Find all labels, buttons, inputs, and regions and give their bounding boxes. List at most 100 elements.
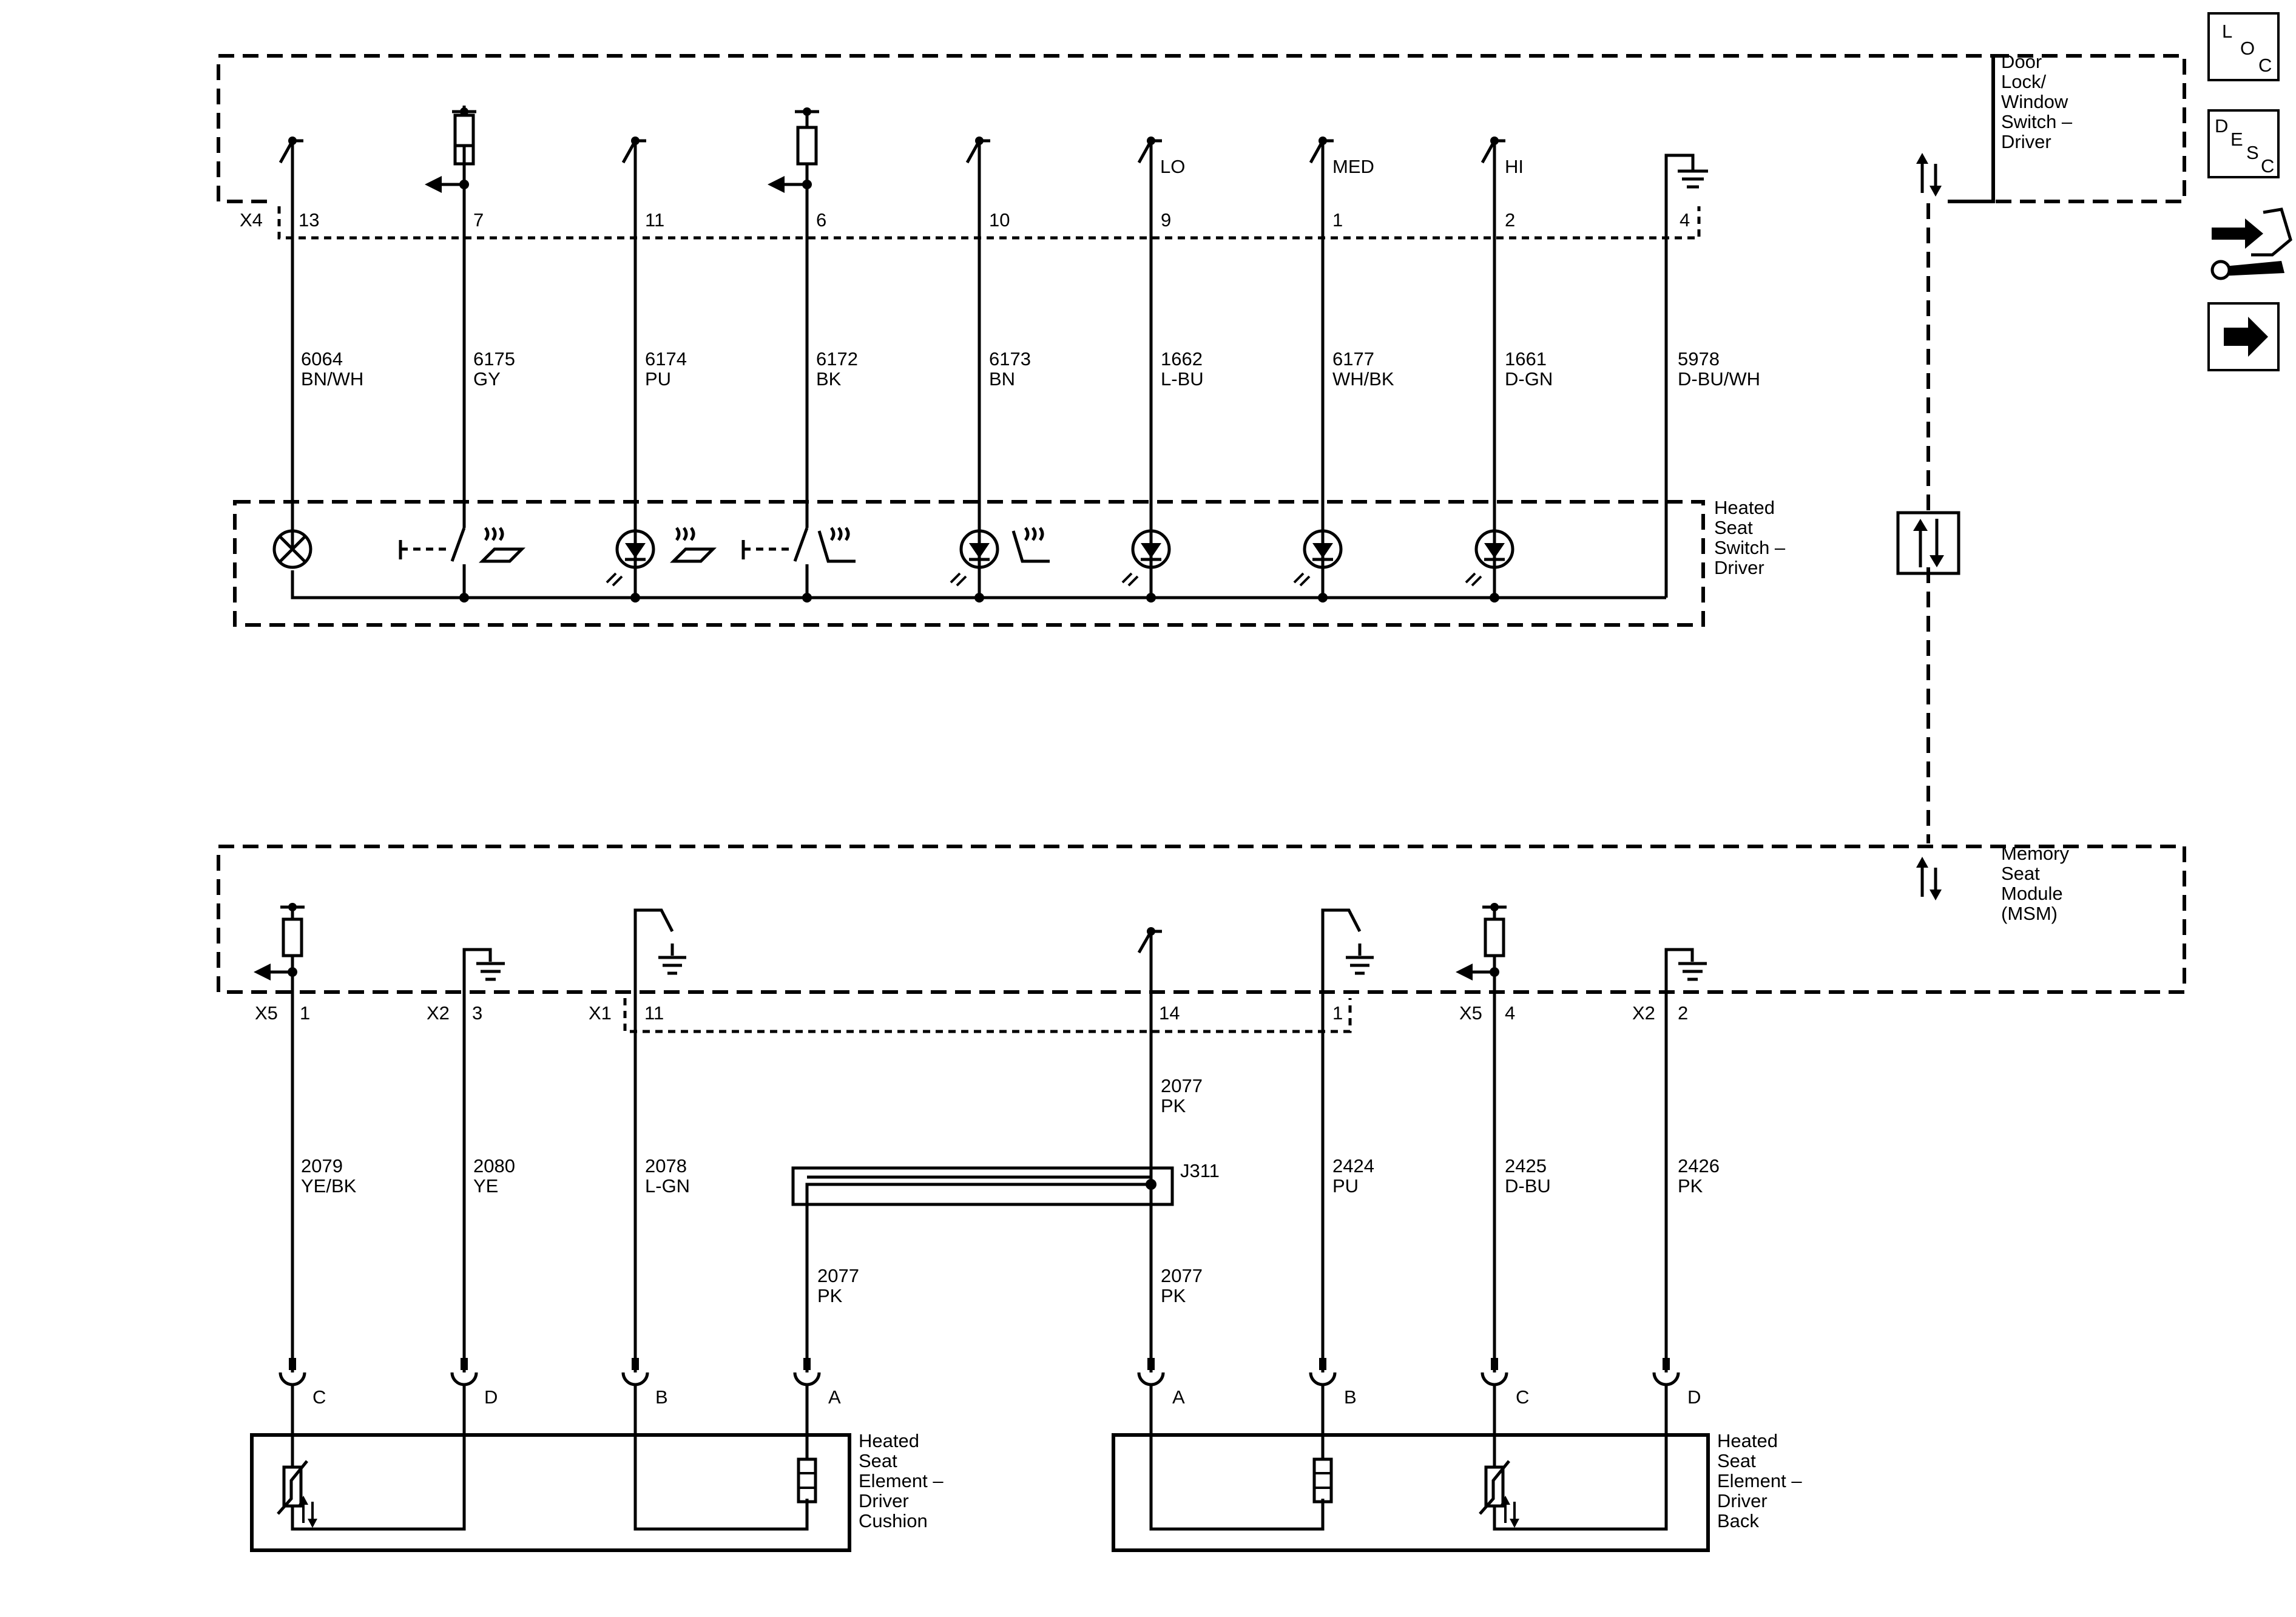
- wire-6172-circuit: 6172: [816, 348, 858, 370]
- door-pin-4: 4: [1680, 209, 1690, 231]
- back-label-line-3: Element –: [1717, 1470, 1802, 1491]
- door-switch-label-line-3: Window: [2001, 91, 2068, 112]
- door-pin-9: 9: [1161, 209, 1171, 231]
- cushion-label-line-5: Cushion: [859, 1510, 928, 1531]
- msm-label-line-4: (MSM): [2001, 903, 2058, 924]
- desc-letter-2: E: [2230, 129, 2243, 150]
- wire-2077-upper-color: PK: [1161, 1095, 1186, 1116]
- back-label-line-4: Driver: [1717, 1490, 1768, 1511]
- desc-icon[interactable]: D E S C: [2207, 109, 2280, 178]
- door-switch-label-line-1: Door: [2001, 51, 2042, 72]
- memory-seat-module-box: [217, 845, 2186, 994]
- upper-wire-labels: 6064 BN/WH 6175 GY 6174 PU 6172 BK 6173 …: [301, 348, 1760, 390]
- pin-label-hi: HI: [1505, 156, 1524, 177]
- door-pin-11: 11: [645, 209, 664, 231]
- door-switch-label-line-2: Lock/: [2001, 71, 2046, 92]
- led-icon: [959, 529, 999, 569]
- element-terminals: [279, 1358, 1680, 1386]
- msm-label: Memory Seat Module (MSM): [2001, 843, 2069, 924]
- seat-cushion-heat-icon: [478, 527, 526, 563]
- wire-6173-circuit: 6173: [989, 348, 1031, 370]
- wire-2077-right-circuit: 2077: [1161, 1265, 1203, 1286]
- back-label-line-1: Heated: [1717, 1430, 1778, 1451]
- wire-6177-color: WH/BK: [1332, 368, 1394, 390]
- led-icon: [1474, 529, 1514, 569]
- msm-pin-11: 11: [644, 1002, 664, 1024]
- wire-2424-circuit: 2424: [1332, 1155, 1374, 1176]
- back-terminal-c: C: [1516, 1386, 1529, 1408]
- lamp-icon: [272, 529, 312, 569]
- door-lock-window-switch-box: [217, 54, 2186, 203]
- msm-pin-3: 3: [472, 1002, 482, 1024]
- msm-internals: [254, 903, 1707, 981]
- led-icon: [615, 529, 655, 569]
- door-pin-10: 10: [989, 209, 1010, 231]
- serial-data-arrows-door: [1916, 153, 1942, 197]
- wire-5978-circuit: 5978: [1678, 348, 1720, 370]
- wire-2426-color: PK: [1678, 1175, 1703, 1197]
- desc-letter-4: C: [2261, 155, 2274, 177]
- seat-back-heat-icon: [817, 527, 856, 563]
- cushion-label-line-1: Heated: [859, 1430, 919, 1451]
- wire-6172-color: BK: [816, 368, 842, 390]
- terminal-letters: C D B A A B C D: [312, 1386, 1701, 1408]
- thermistor-icon: [282, 1465, 303, 1508]
- wire-6174-color: PU: [645, 368, 671, 390]
- loc-letter-3: C: [2258, 55, 2272, 76]
- loc-letter-1: L: [2222, 21, 2232, 42]
- wire-2424-color: PU: [1332, 1175, 1359, 1197]
- splice-label: J311: [1180, 1160, 1220, 1181]
- msm-connector-x2-b: X2: [1632, 1002, 1655, 1024]
- door-pin-1: 1: [1332, 209, 1343, 231]
- back-element-internals: [1149, 1383, 1668, 1531]
- cushion-element-internals: [277, 1383, 817, 1531]
- loc-icon[interactable]: L O C: [2207, 12, 2280, 81]
- wire-1661-color: D-GN: [1505, 368, 1553, 390]
- seat-switch-label-line-2: Seat: [1714, 517, 1753, 538]
- cushion-label-line-4: Driver: [859, 1490, 909, 1511]
- cushion-terminal-d: D: [484, 1386, 498, 1408]
- wire-1662-color: L-BU: [1161, 368, 1204, 390]
- led-icon: [1131, 529, 1171, 569]
- back-terminal-b: B: [1344, 1386, 1357, 1408]
- pin-label-lo: LO: [1160, 156, 1185, 177]
- door-switch-label-line-4: Switch –: [2001, 111, 2073, 132]
- wire-6064-circuit: 6064: [301, 348, 343, 370]
- heated-seat-switch-box: [233, 500, 1705, 627]
- cushion-terminal-c: C: [312, 1386, 326, 1408]
- seat-cushion-heat-icon: [669, 527, 717, 563]
- seat-switch-internals: [272, 527, 1666, 603]
- desc-letter-3: S: [2246, 142, 2259, 163]
- x4-connector-label: X4: [240, 209, 263, 231]
- desc-letter-1: D: [2215, 115, 2228, 137]
- cushion-label-line-3: Element –: [859, 1470, 944, 1491]
- door-switch-label: Door Lock/ Window Switch – Driver: [2001, 51, 2073, 152]
- wire-2078-color: L-GN: [645, 1175, 690, 1197]
- wire-2080-circuit: 2080: [473, 1155, 515, 1176]
- x4-connector-band: [277, 206, 1701, 240]
- upper-wires: [291, 182, 1668, 598]
- wire-2077-left-color: PK: [817, 1285, 843, 1306]
- back-label-line-2: Seat: [1717, 1450, 1756, 1471]
- wire-6177-circuit: 6177: [1332, 348, 1374, 370]
- msm-connector-x1: X1: [589, 1002, 612, 1024]
- seat-switch-label-line-1: Heated: [1714, 497, 1775, 518]
- door-switch-label-line-5: Driver: [2001, 131, 2051, 152]
- wire-6175-circuit: 6175: [473, 348, 515, 370]
- wire-1662-circuit: 1662: [1161, 348, 1203, 370]
- wire-2079-color: YE/BK: [301, 1175, 357, 1197]
- wire-2425-circuit: 2425: [1505, 1155, 1547, 1176]
- wire-2425-color: D-BU: [1505, 1175, 1551, 1197]
- lower-wires: [291, 977, 1668, 1358]
- back-terminal-a: A: [1172, 1386, 1185, 1408]
- thermistor-icon: [1484, 1465, 1505, 1508]
- back-element-label: Heated Seat Element – Driver Back: [1717, 1430, 1802, 1531]
- door-pin-6: 6: [816, 209, 826, 231]
- msm-pin-1a: 1: [300, 1002, 310, 1024]
- connector-repair-icon[interactable]: [2210, 208, 2292, 280]
- back-terminal-d: D: [1687, 1386, 1701, 1408]
- wire-6174-circuit: 6174: [645, 348, 687, 370]
- back-label-line-5: Back: [1717, 1510, 1759, 1531]
- next-page-arrow-icon[interactable]: [2207, 302, 2280, 371]
